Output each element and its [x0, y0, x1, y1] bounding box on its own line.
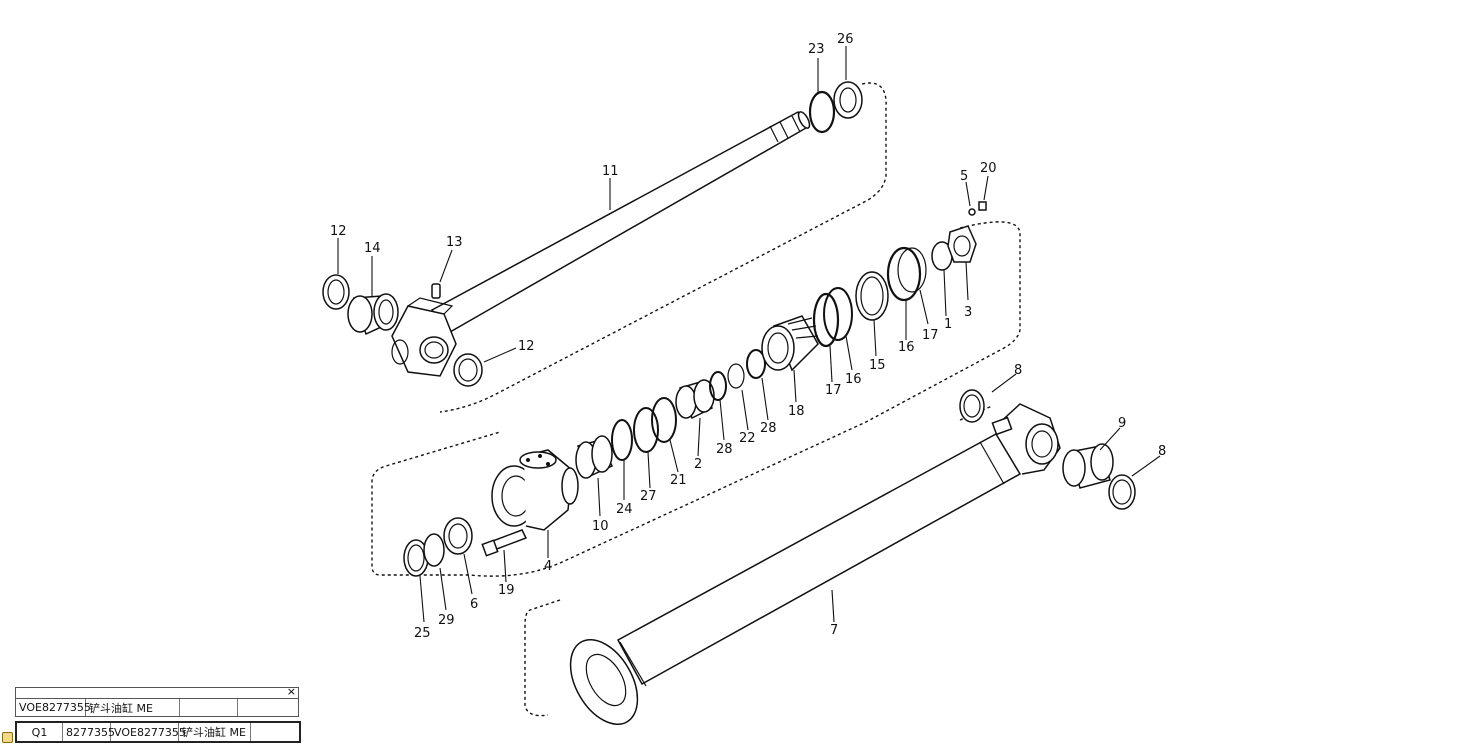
- piston-bushing: [575, 435, 613, 479]
- leader-lines: [337, 46, 1161, 623]
- part-labels: 1 2 3 4 5 6 7 8 8 9 10 11 12 12 13 14 15…: [330, 32, 1166, 641]
- label-6: 6: [470, 597, 478, 612]
- row2-code: VOE8277355: [111, 723, 186, 741]
- cylinder-tube: [569, 403, 1061, 725]
- piston-group-outline: [371, 221, 1021, 577]
- label-2: 2: [694, 457, 702, 472]
- label-26: 26: [837, 32, 854, 47]
- label-14: 14: [364, 241, 381, 256]
- row1-code: VOE8277355: [16, 699, 91, 716]
- label-28b: 28: [760, 421, 777, 436]
- label-1: 1: [944, 317, 952, 332]
- label-8a: 8: [1014, 363, 1022, 378]
- row2-num: 8277355: [63, 723, 115, 741]
- label-17a: 17: [922, 328, 939, 343]
- parts-table-row-1[interactable]: VOE8277355 铲斗油缸 ME: [15, 698, 299, 717]
- ring-21: [651, 397, 677, 443]
- label-11: 11: [602, 164, 619, 179]
- label-19: 19: [498, 583, 515, 598]
- close-icon[interactable]: ×: [286, 685, 296, 698]
- ring-17a: [812, 292, 840, 348]
- row2-col5: [251, 723, 295, 741]
- tube-group-outline: [524, 405, 993, 717]
- label-15: 15: [869, 358, 886, 373]
- ring-22: [727, 363, 745, 389]
- ring-17b: [897, 247, 927, 293]
- seal-6: [443, 517, 473, 555]
- ring-16a: [823, 287, 853, 341]
- ring-16b: [886, 246, 922, 302]
- piston-rod: [430, 110, 811, 333]
- label-9: 9: [1118, 416, 1126, 431]
- row2-desc: 铲斗油缸 ME: [179, 723, 251, 741]
- label-10: 10: [592, 519, 609, 534]
- label-24: 24: [616, 502, 633, 517]
- spacer-2: [675, 379, 715, 420]
- label-12a: 12: [330, 224, 347, 239]
- label-28a: 28: [716, 442, 733, 457]
- label-7: 7: [830, 623, 838, 638]
- parts-table-titlebar: ×: [15, 685, 299, 698]
- parts-table-row-2[interactable]: Q1 8277355 VOE8277355 铲斗油缸 ME: [15, 721, 301, 743]
- label-27: 27: [640, 489, 657, 504]
- retaining-ring-24: [611, 419, 633, 461]
- row1-desc: 铲斗油缸 ME: [86, 699, 180, 716]
- row1-col4: [238, 699, 298, 716]
- label-21: 21: [670, 473, 687, 488]
- label-18: 18: [788, 404, 805, 419]
- seal-27: [633, 407, 659, 453]
- piston-18: [761, 315, 819, 372]
- screw-20: [978, 201, 987, 211]
- rod-eye: [391, 297, 457, 377]
- bookmark-icon[interactable]: [2, 732, 13, 743]
- grease-nipple: [431, 283, 441, 299]
- cylinder-head: [491, 449, 579, 531]
- label-29: 29: [438, 613, 455, 628]
- bolt-19: [481, 529, 528, 557]
- label-16b: 16: [845, 372, 862, 387]
- row2-qty: Q1: [17, 723, 63, 741]
- label-20: 20: [980, 161, 997, 176]
- nut-3: [947, 225, 977, 263]
- rod-bushing: [347, 293, 399, 336]
- tube-bushing-9: [1062, 443, 1114, 489]
- label-22: 22: [739, 431, 756, 446]
- row1-col3: [180, 699, 238, 716]
- ring-28b: [746, 349, 766, 379]
- label-17b: 17: [825, 383, 842, 398]
- label-4: 4: [544, 559, 552, 574]
- label-16a: 16: [898, 340, 915, 355]
- label-12b: 12: [518, 339, 535, 354]
- label-8b: 8: [1158, 444, 1166, 459]
- label-5: 5: [960, 169, 968, 184]
- ring-28a: [709, 371, 727, 401]
- rod-wiper: [833, 81, 863, 119]
- rod-seal-left: [322, 274, 350, 310]
- seal-29: [423, 533, 445, 567]
- label-23: 23: [808, 42, 825, 57]
- label-13: 13: [446, 235, 463, 250]
- snap-ring: [808, 90, 836, 134]
- screw-5: [968, 208, 976, 216]
- rod-seal-right: [453, 353, 483, 387]
- label-25: 25: [414, 626, 431, 641]
- label-3: 3: [964, 305, 972, 320]
